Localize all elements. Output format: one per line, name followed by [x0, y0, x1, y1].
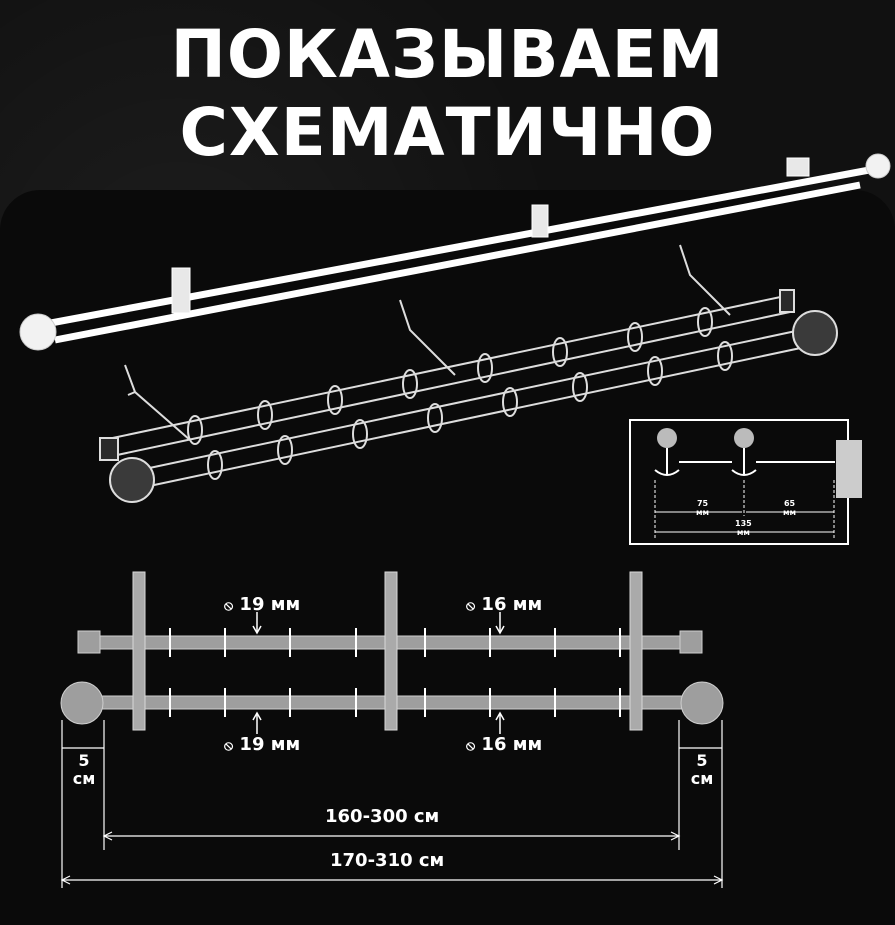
content-panel [0, 190, 895, 925]
inset-dim-135-unit: мм [736, 527, 750, 537]
top-right-diameter-label: ⦸ 16 мм [466, 594, 542, 615]
left-overhang-value: 5 [78, 751, 90, 770]
top-left-diameter-label: ⦸ 19 мм [224, 594, 300, 615]
left-overhang-label: 5 см [66, 751, 102, 789]
inset-dim-75-unit: мм [696, 507, 710, 517]
total-length-label: 170-310 см [330, 850, 445, 871]
bottom-right-diameter-value: 16 мм [481, 734, 543, 755]
inset-dim-75-value: 75 [696, 499, 709, 508]
page-title-line-1: ПОКАЗЫВАЕМ [170, 16, 725, 93]
inset-dim-65-value: 65 [783, 499, 796, 508]
inset-dim-75: 75 мм [696, 499, 710, 518]
right-overhang-value: 5 [696, 751, 708, 770]
top-left-diameter-value: 19 мм [239, 594, 301, 615]
bottom-left-diameter-value: 19 мм [239, 734, 301, 755]
inset-dim-135: 135 мм [735, 519, 752, 538]
bracket-inset-diagram [629, 419, 862, 545]
left-overhang-unit: см [72, 769, 96, 789]
right-overhang-label: 5 см [684, 751, 720, 789]
inset-dim-65: 65 мм [783, 499, 797, 518]
bottom-right-diameter-label: ⦸ 16 мм [466, 734, 542, 755]
inner-length-label: 160-300 см [325, 806, 440, 827]
diameter-icon: ⦸ [466, 598, 476, 614]
diameter-icon: ⦸ [224, 738, 234, 754]
double-curtain-rod [99, 244, 838, 503]
right-overhang-unit: см [690, 769, 714, 789]
inset-dim-135-value: 135 [735, 519, 752, 528]
page-title-line-2: СХЕМАТИЧНО [179, 94, 716, 171]
curtain-rings [187, 307, 733, 480]
white-curtain-rod [19, 153, 891, 351]
schematic-drawing [60, 571, 724, 888]
bottom-left-diameter-label: ⦸ 19 мм [224, 734, 300, 755]
top-right-diameter-value: 16 мм [481, 594, 543, 615]
diameter-icon: ⦸ [466, 738, 476, 754]
inset-dim-65-unit: мм [783, 507, 797, 517]
diameter-icon: ⦸ [224, 598, 234, 614]
